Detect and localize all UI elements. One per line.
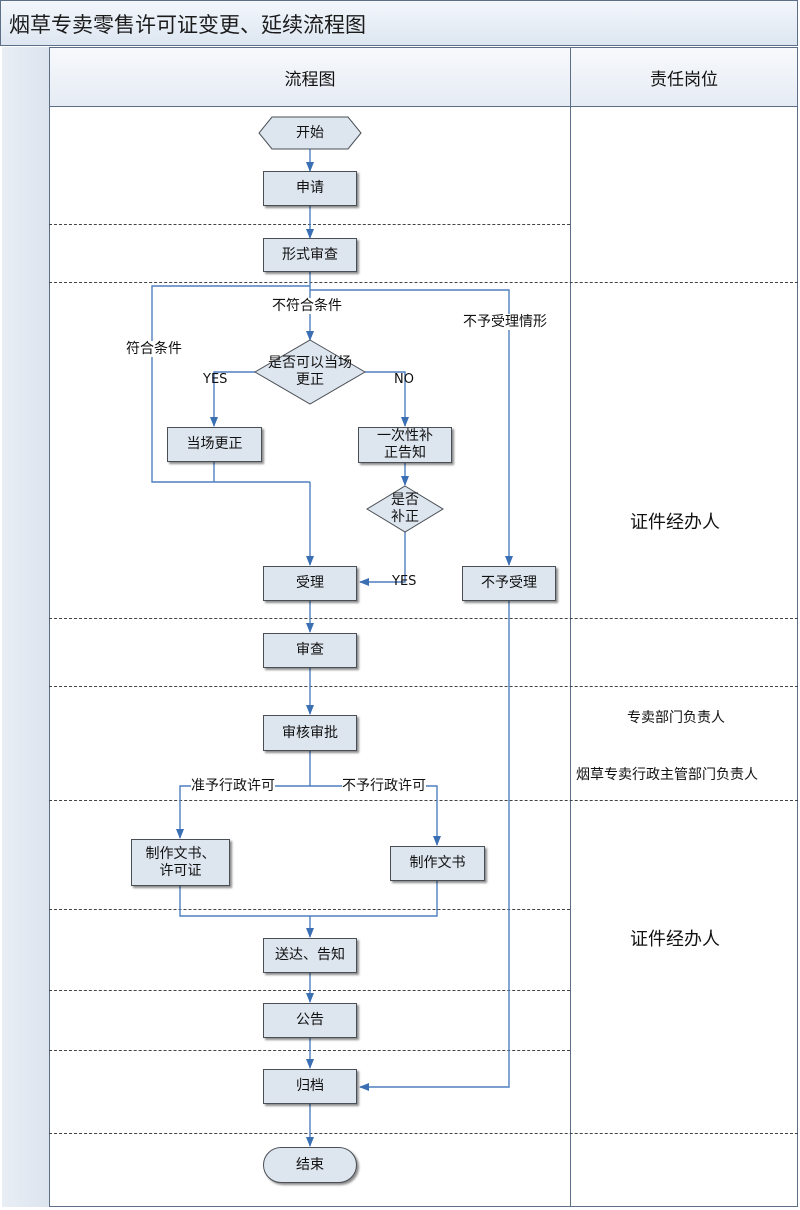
edge-docs-merge — [179, 881, 438, 917]
node-make-docs: 制作文书 — [390, 846, 485, 881]
node-formal-review-label: 形式审查 — [282, 246, 338, 263]
node-review: 审查 — [263, 633, 357, 668]
node-make-docs-license: 制作文书、许可证 — [131, 839, 230, 886]
column-divider — [570, 47, 571, 1207]
edge-yes2 — [359, 532, 406, 586]
node-apply-label: 申请 — [296, 180, 324, 196]
role-handler-1: 证件经办人 — [630, 512, 720, 533]
node-approve: 审核审批 — [263, 715, 357, 751]
label-not-meet: 不符合条件 — [272, 298, 342, 314]
node-one-time-notice-label: 一次性补正告知 — [377, 428, 433, 461]
node-end: 结束 — [263, 1147, 357, 1183]
node-make-docs-label: 制作文书 — [409, 855, 466, 871]
role-admin-head: 烟草专卖行政主管部门负责人 — [576, 767, 758, 783]
title-bar: 烟草专卖零售许可证变更、延续流程图 — [0, 0, 798, 46]
label-grant: 准予行政许可 — [191, 778, 275, 794]
node-announce: 公告 — [263, 1003, 357, 1038]
label-yes2: YES — [392, 574, 417, 589]
node-end-label: 结束 — [296, 1156, 324, 1173]
node-on-site-correction: 当场更正 — [167, 427, 262, 462]
node-not-accept-label: 不予受理 — [481, 575, 537, 591]
header-flow-label: 流程图 — [284, 69, 336, 90]
edge-not-accept-case — [310, 289, 513, 566]
node-accept: 受理 — [263, 566, 357, 601]
row-separator — [49, 909, 570, 910]
row-separator — [49, 282, 798, 283]
node-one-time-notice: 一次性补正告知 — [358, 427, 452, 463]
node-review-label: 审查 — [296, 642, 324, 658]
edge-meet — [151, 285, 310, 483]
decision-on-site-shape — [254, 339, 366, 405]
node-decision-supplement-label: 是否补正 — [391, 492, 419, 525]
node-deliver-label: 送达、告知 — [275, 947, 345, 963]
node-decision-on-site-label: 是否可以当场更正 — [268, 355, 352, 388]
start-shape — [258, 116, 362, 150]
label-no: NO — [394, 372, 414, 387]
page-title: 烟草专卖零售许可证变更、延续流程图 — [9, 13, 366, 37]
node-on-site-correction-label: 当场更正 — [186, 436, 243, 452]
node-accept-label: 受理 — [296, 575, 324, 591]
decision-supplement-shape — [366, 485, 444, 533]
label-not-accept-case: 不予受理情形 — [463, 314, 547, 330]
node-decision-on-site: 是否可以当场更正 — [268, 355, 352, 389]
row-separator — [49, 618, 798, 619]
row-separator — [49, 800, 798, 801]
node-announce-label: 公告 — [296, 1012, 324, 1028]
node-start-label: 开始 — [296, 124, 324, 141]
edge-deny — [310, 785, 441, 846]
node-approve-label: 审核审批 — [282, 724, 338, 741]
edge-no — [365, 371, 409, 427]
header-responsibility: 责任岗位 — [570, 47, 798, 107]
node-formal-review: 形式审查 — [263, 238, 357, 272]
node-start: 开始 — [259, 117, 361, 149]
left-strip — [2, 47, 50, 1207]
label-deny: 不予行政许可 — [342, 778, 426, 794]
label-meet: 符合条件 — [126, 341, 182, 357]
edge-yes — [210, 371, 255, 427]
node-archive-label: 归档 — [296, 1078, 324, 1094]
header-flow: 流程图 — [49, 47, 571, 107]
role-dept-head: 专卖部门负责人 — [627, 710, 725, 726]
node-decision-supplement: 是否补正 — [385, 492, 425, 526]
edge-grant — [176, 751, 311, 839]
role-handler-2: 证件经办人 — [630, 929, 720, 950]
label-yes: YES — [203, 372, 228, 387]
row-separator — [49, 1133, 798, 1134]
node-make-docs-license-label: 制作文书、许可证 — [145, 845, 216, 879]
header-responsibility-label: 责任岗位 — [650, 69, 718, 90]
table-frame — [49, 107, 798, 1207]
node-archive: 归档 — [263, 1069, 357, 1104]
node-apply: 申请 — [263, 171, 357, 206]
row-separator — [49, 686, 798, 687]
node-deliver: 送达、告知 — [263, 938, 357, 973]
edge-notaccept-archive — [359, 601, 510, 1091]
node-not-accept: 不予受理 — [462, 566, 556, 601]
